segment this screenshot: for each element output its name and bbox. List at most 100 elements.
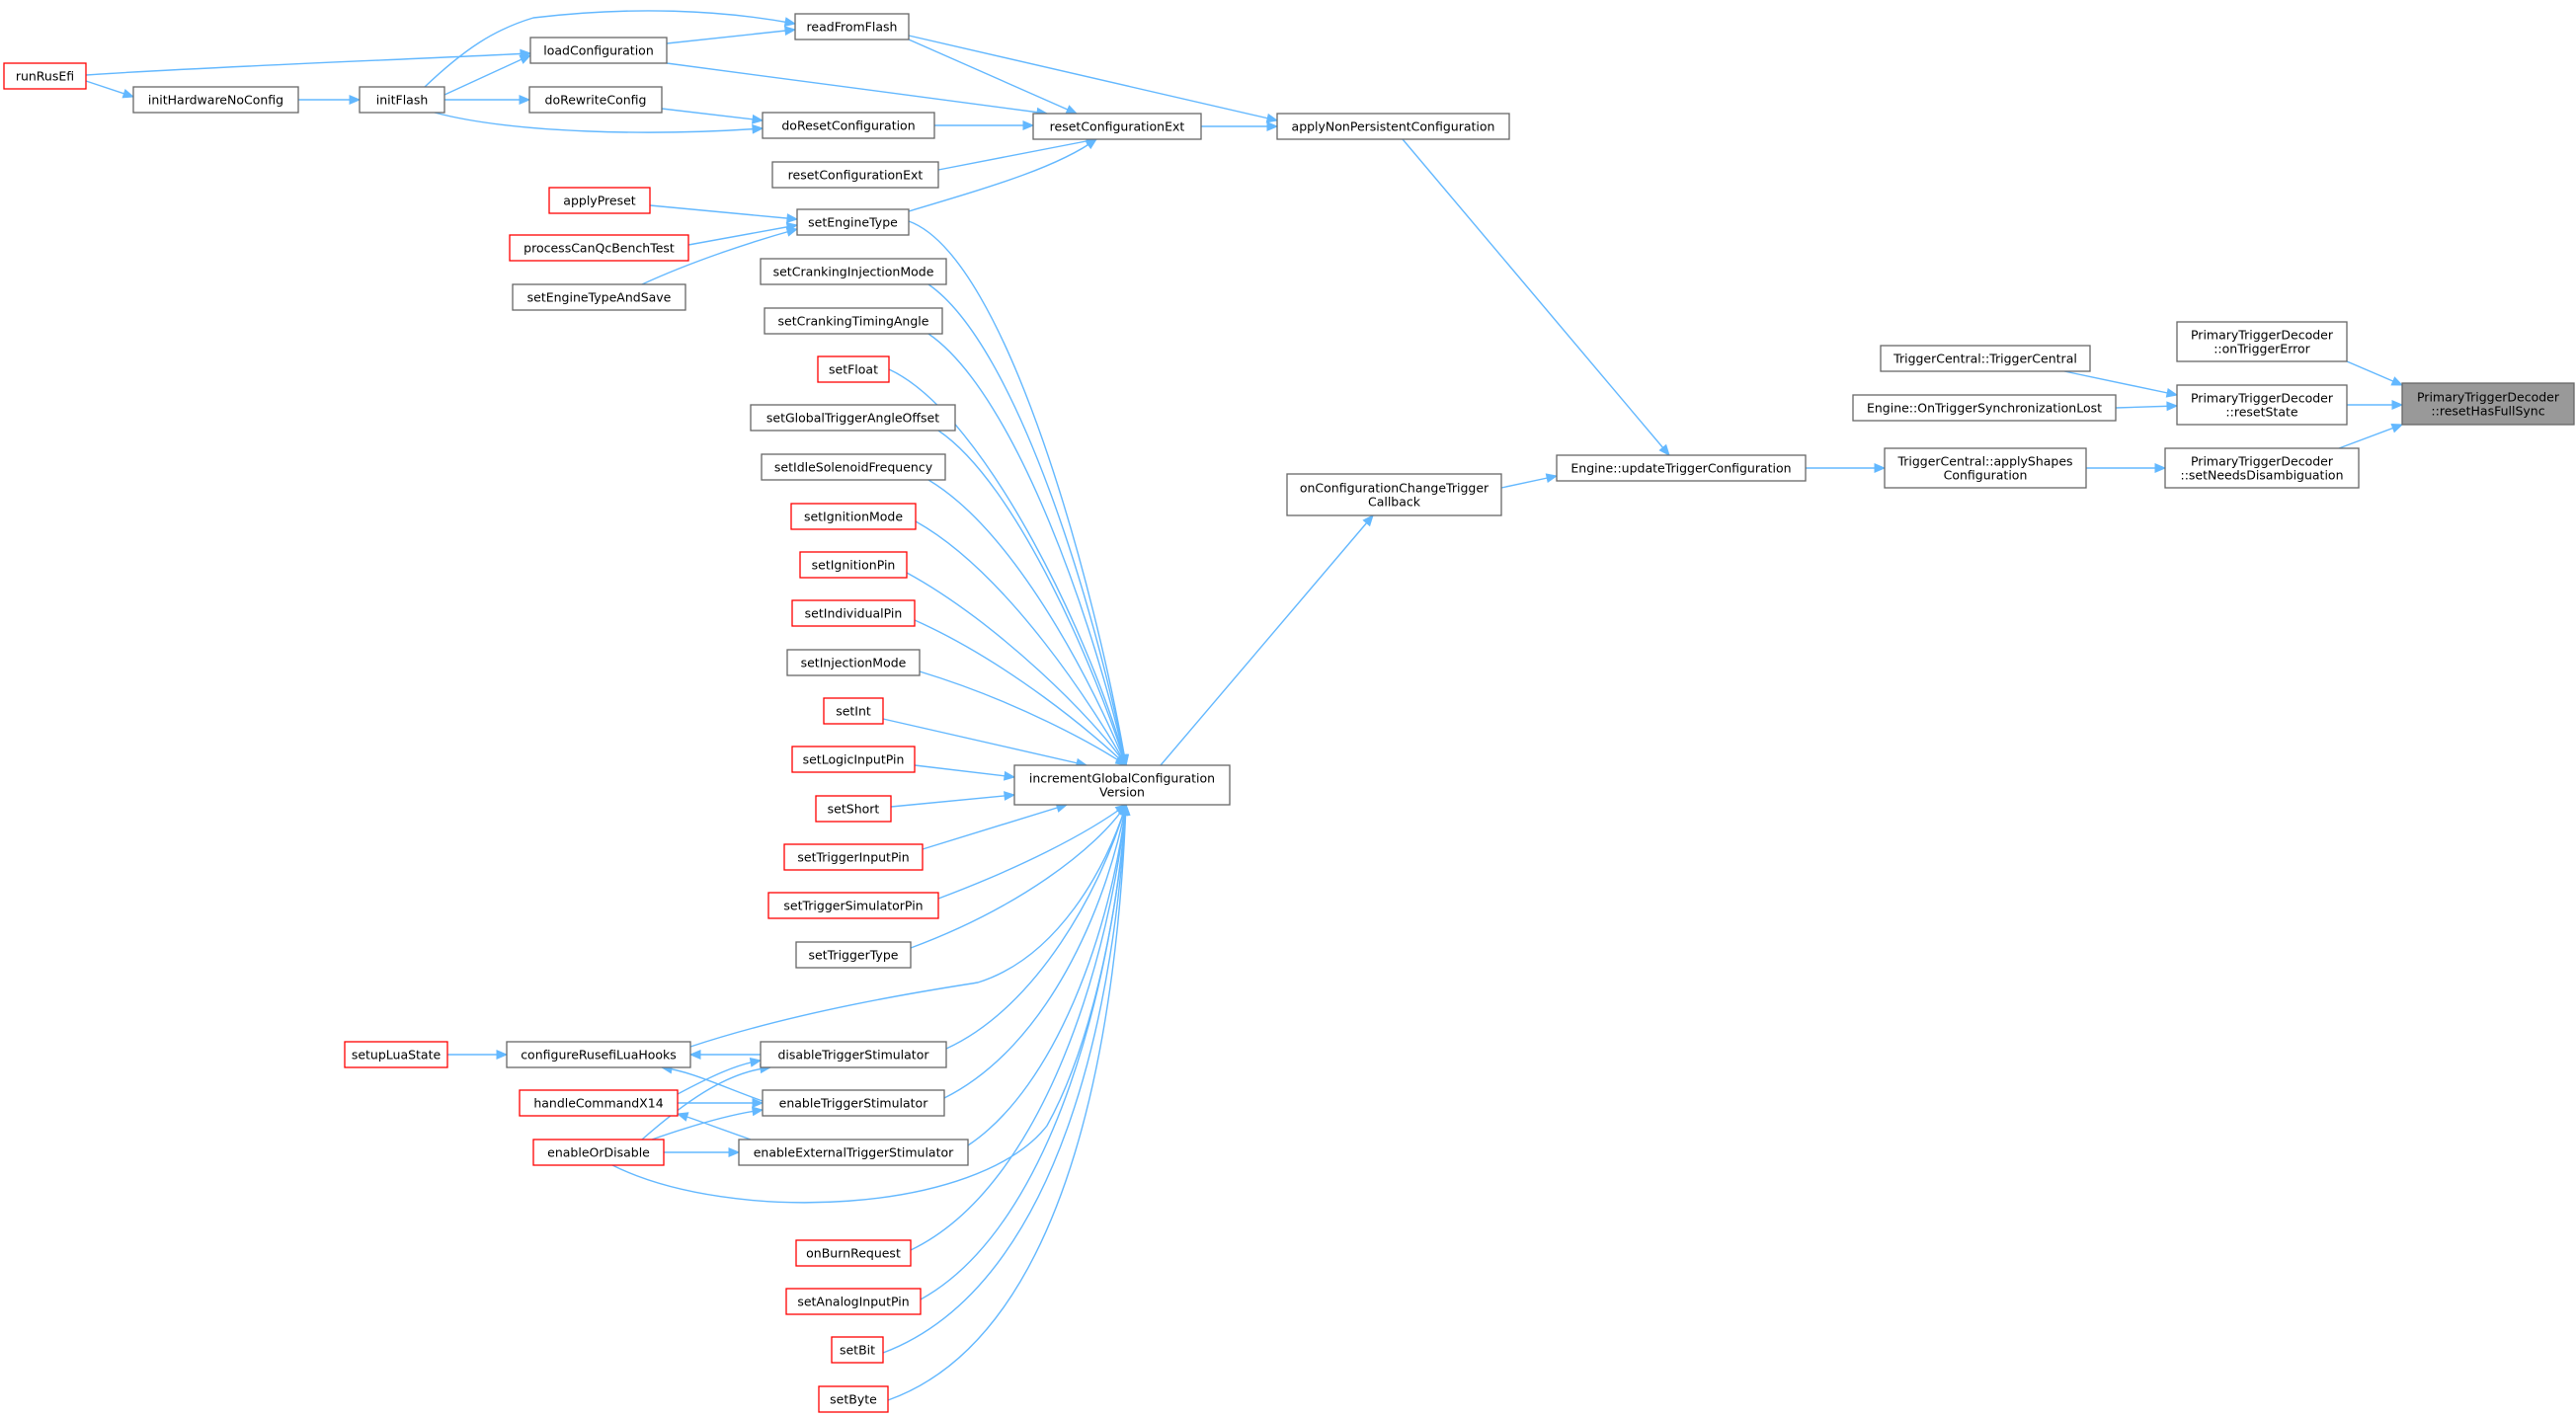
edge-line (666, 62, 1048, 115)
node-box (548, 187, 651, 214)
node-label: PrimaryTriggerDecoder (2191, 391, 2334, 406)
node-enableTriggerStimulator[interactable]: enableTriggerStimulator (762, 1089, 945, 1117)
node-doResetConfiguration[interactable]: doResetConfiguration (762, 112, 935, 139)
edge-setAnalogInputPin-to-incrementGlobalConfigurationVersion (920, 803, 1131, 1300)
node-setInjectionMode[interactable]: setInjectionMode (786, 649, 921, 676)
node-setNeedsDisambiguation[interactable]: PrimaryTriggerDecoder::setNeedsDisambigu… (2164, 447, 2360, 489)
node-setIgnitionPin[interactable]: setIgnitionPin (799, 551, 908, 579)
node-box (1852, 394, 2117, 422)
node-setBit[interactable]: setBit (831, 1336, 884, 1364)
node-setLogicInputPin[interactable]: setLogicInputPin (791, 746, 916, 773)
node-setCrankingInjectionMode[interactable]: setCrankingInjectionMode (760, 258, 947, 285)
node-label: onConfigurationChangeTrigger (1300, 481, 1489, 496)
node-setTriggerType[interactable]: setTriggerType (795, 941, 912, 969)
edge-line (434, 112, 764, 133)
edge-arrowhead (1266, 121, 1279, 131)
node-setCrankingTimingAngle[interactable]: setCrankingTimingAngle (764, 307, 943, 335)
node-label: Version (1099, 785, 1145, 800)
node-box (359, 86, 445, 114)
node-setTriggerSimulatorPin[interactable]: setTriggerSimulatorPin (767, 892, 939, 919)
node-initFlash[interactable]: initFlash (359, 86, 445, 114)
node-box (799, 551, 908, 579)
edge-onTriggerError-to-resetHasFullSync (2346, 360, 2404, 386)
node-enableExternalTriggerStimulator[interactable]: enableExternalTriggerStimulator (738, 1139, 969, 1166)
edge-enableExternalTriggerStimulator-to-handleCommandX14 (676, 1112, 752, 1141)
edge-line (882, 804, 1127, 1354)
node-setByte[interactable]: setByte (818, 1385, 889, 1413)
node-resetConfigurationExt[interactable]: resetConfigurationExt (1032, 113, 1202, 140)
node-setInt[interactable]: setInt (823, 697, 884, 725)
node-disableTriggerStimulator[interactable]: disableTriggerStimulator (760, 1041, 947, 1068)
node-onBurnRequest[interactable]: onBurnRequest (795, 1239, 912, 1267)
edge-arrowhead (2390, 376, 2404, 386)
node-setEngineType[interactable]: setEngineType (796, 208, 910, 236)
node-box (1013, 764, 1231, 806)
edge-arrowhead (752, 1098, 765, 1108)
node-applyPreset[interactable]: applyPreset (548, 187, 651, 214)
node-box (519, 1089, 679, 1117)
edge-line (914, 619, 1127, 766)
node-setShort[interactable]: setShort (815, 795, 892, 823)
node-label: setTriggerInputPin (797, 850, 909, 865)
node-resetConfigurationExt2[interactable]: resetConfigurationExt (771, 161, 939, 189)
edge-arrowhead (784, 26, 797, 37)
node-box (132, 86, 299, 114)
edge-line (906, 572, 1127, 766)
node-onTriggerError[interactable]: PrimaryTriggerDecoder::onTriggerError (2176, 321, 2348, 362)
node-setIdleSolenoidFrequency[interactable]: setIdleSolenoidFrequency (761, 453, 946, 481)
edge-line (641, 1066, 771, 1141)
edge-line (945, 804, 1127, 1050)
node-label: setFloat (829, 362, 878, 377)
node-setIndividualPin[interactable]: setIndividualPin (791, 599, 916, 627)
node-box (2401, 382, 2575, 426)
node-updateTriggerConfiguration[interactable]: Engine::updateTriggerConfiguration (1556, 454, 1807, 482)
node-box (817, 355, 890, 383)
node-setFloat[interactable]: setFloat (817, 355, 890, 383)
node-doRewriteConfig[interactable]: doRewriteConfig (528, 86, 663, 114)
node-initHardwareNoConfig[interactable]: initHardwareNoConfig (132, 86, 299, 114)
node-box (738, 1139, 969, 1166)
node-setTriggerInputPin[interactable]: setTriggerInputPin (783, 843, 924, 871)
edge-arrowhead (786, 213, 799, 223)
edge-arrowhead (1085, 138, 1098, 150)
node-setEngineTypeAndSave[interactable]: setEngineTypeAndSave (512, 283, 686, 311)
node-resetState[interactable]: PrimaryTriggerDecoder::resetState (2176, 384, 2348, 426)
node-label: setCrankingTimingAngle (778, 314, 929, 329)
node-box (795, 941, 912, 969)
node-resetHasFullSync[interactable]: PrimaryTriggerDecoder::resetHasFullSync (2401, 382, 2575, 426)
node-runRusEfi[interactable]: runRusEfi (3, 62, 87, 90)
edge-setByte-to-incrementGlobalConfigurationVersion (887, 803, 1131, 1401)
node-handleCommandX14[interactable]: handleCommandX14 (519, 1089, 679, 1117)
node-processCanQcBenchTest[interactable]: processCanQcBenchTest (509, 234, 689, 262)
edge-setEngineTypeAndSave-to-setEngineType (641, 227, 799, 285)
node-setGlobalTriggerAngleOffset[interactable]: setGlobalTriggerAngleOffset (750, 404, 956, 432)
node-configureRusefiLuaHooks[interactable]: configureRusefiLuaHooks (506, 1041, 691, 1068)
edge-arrowhead (785, 227, 799, 237)
edge-loadConfiguration-to-readFromFlash (666, 26, 797, 44)
node-setIgnitionMode[interactable]: setIgnitionMode (790, 503, 917, 530)
edge-disableTriggerStimulator-to-configureRusefiLuaHooks (688, 1050, 761, 1060)
edge-line (888, 368, 1127, 766)
edge-initFlash-to-loadConfiguration (443, 54, 532, 96)
edge-line (920, 804, 1127, 1300)
edge-arrowhead (2391, 400, 2404, 410)
edge-arrowhead (783, 17, 797, 27)
node-OnTriggerSyncLost[interactable]: Engine::OnTriggerSynchronizationLost (1852, 394, 2117, 422)
node-setAnalogInputPin[interactable]: setAnalogInputPin (785, 1288, 922, 1315)
node-TriggerCentralCtor[interactable]: TriggerCentral::TriggerCentral (1880, 345, 2091, 372)
node-readFromFlash[interactable]: readFromFlash (794, 13, 910, 40)
node-box (509, 234, 689, 262)
node-label: TriggerCentral::applyShapes (1896, 454, 2072, 469)
node-label: setIgnitionMode (804, 510, 903, 524)
node-applyNonPersistentConfiguration[interactable]: applyNonPersistentConfiguration (1276, 113, 1510, 140)
edge-arrowhead (1362, 514, 1374, 527)
node-box (532, 1139, 665, 1166)
edge-layer (85, 10, 2404, 1401)
edge-line (937, 430, 1127, 766)
node-enableOrDisable[interactable]: enableOrDisable (532, 1139, 665, 1166)
node-loadConfiguration[interactable]: loadConfiguration (529, 37, 668, 64)
node-setupLuaState[interactable]: setupLuaState (344, 1041, 448, 1068)
